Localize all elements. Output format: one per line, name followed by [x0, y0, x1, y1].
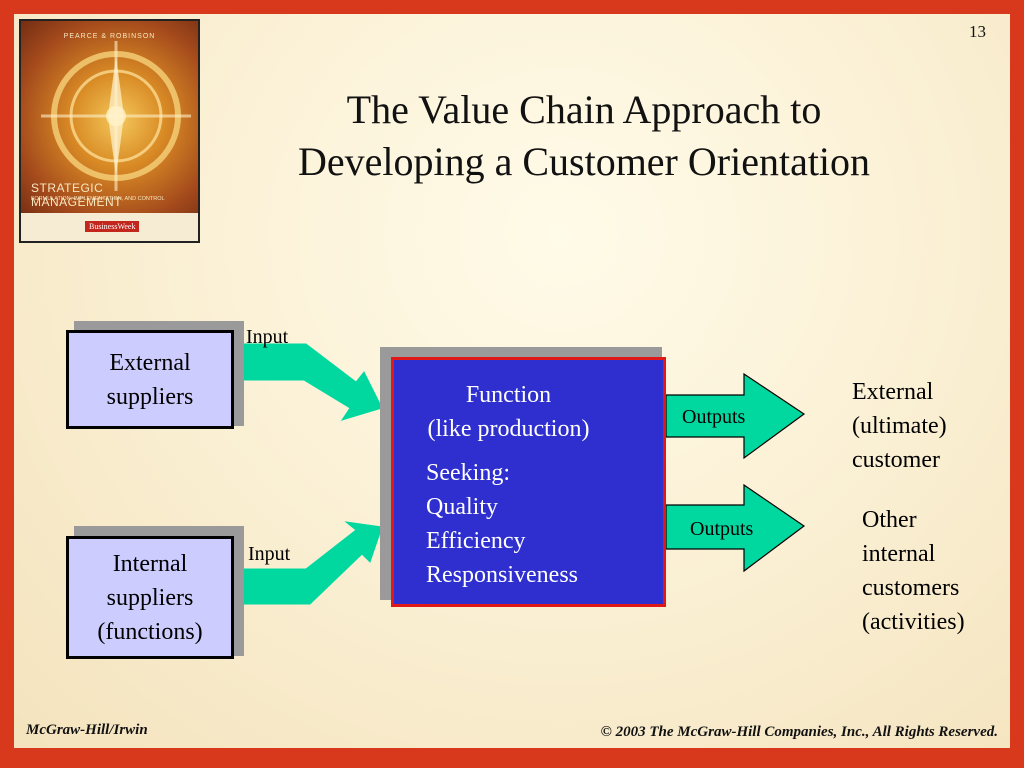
footer-copyright: © 2003 The McGraw-Hill Companies, Inc., … [600, 724, 998, 740]
output-arrow-bottom [665, 483, 806, 573]
slide-title: The Value Chain Approach to Developing a… [204, 84, 964, 188]
input-label-bottom: Input [248, 543, 291, 565]
function-list-item: Seeking: [426, 460, 510, 486]
function-subtitle: (like production) [427, 416, 590, 442]
function-list-item: Responsiveness [426, 562, 578, 588]
outputs-label-bottom: Outputs [690, 518, 754, 540]
internal-customers-label: Other internal customers (activities) [862, 503, 965, 639]
outputs-label-top: Outputs [682, 406, 746, 428]
slide-title-line-1: The Value Chain Approach to [346, 87, 822, 132]
internal-suppliers-box: Internal suppliers (functions) [66, 536, 234, 659]
cover-publisher-logo: BusinessWeek [85, 221, 140, 232]
slide-frame: PEARCE & ROBINSON STRATEGIC MANAGEMENT F… [14, 14, 1010, 748]
external-customer-line-2: (ultimate) [852, 413, 947, 439]
function-list-item: Quality [426, 494, 498, 520]
function-list-item: Efficiency [426, 528, 526, 554]
footer-publisher: McGraw-Hill/Irwin [26, 722, 148, 738]
external-suppliers-line-2: suppliers [106, 383, 194, 410]
external-customer-line-3: customer [852, 447, 940, 473]
input-arrow-top [229, 343, 383, 421]
internal-customers-line-4: (activities) [862, 609, 965, 635]
slide-title-line-2: Developing a Customer Orientation [297, 139, 871, 184]
cover-authors: PEARCE & ROBINSON [63, 33, 156, 40]
function-box: Function (like production) Seeking: Qual… [391, 357, 666, 607]
input-arrow-bottom [229, 521, 383, 605]
page-number: 13 [969, 22, 986, 41]
internal-customers-line-3: customers [862, 575, 960, 601]
external-customer-label: External (ultimate) customer [852, 375, 947, 477]
cover-subtitle: FORMULATION, IMPLEMENTATION, AND CONTROL [31, 196, 165, 202]
internal-suppliers-line-2: suppliers [106, 584, 194, 611]
function-title: Function [465, 382, 552, 408]
diagram-arrows [229, 343, 806, 605]
cover-title: STRATEGIC MANAGEMENT [31, 181, 123, 209]
input-label-top: Input [246, 326, 289, 348]
function-seeking-list: Seeking: Quality Efficiency Responsivene… [426, 456, 578, 592]
book-cover-image: PEARCE & ROBINSON STRATEGIC MANAGEMENT F… [19, 19, 200, 243]
internal-customers-line-1: Other [862, 507, 917, 533]
output-arrow-top [665, 372, 806, 460]
internal-suppliers-line-3: (functions) [97, 618, 203, 645]
external-suppliers-line-1: External [109, 349, 191, 376]
internal-customers-line-2: internal [862, 541, 936, 567]
external-suppliers-box: External suppliers [66, 330, 234, 429]
internal-suppliers-line-1: Internal [112, 550, 188, 577]
external-customer-line-1: External [852, 379, 934, 405]
compass-icon [41, 41, 191, 191]
